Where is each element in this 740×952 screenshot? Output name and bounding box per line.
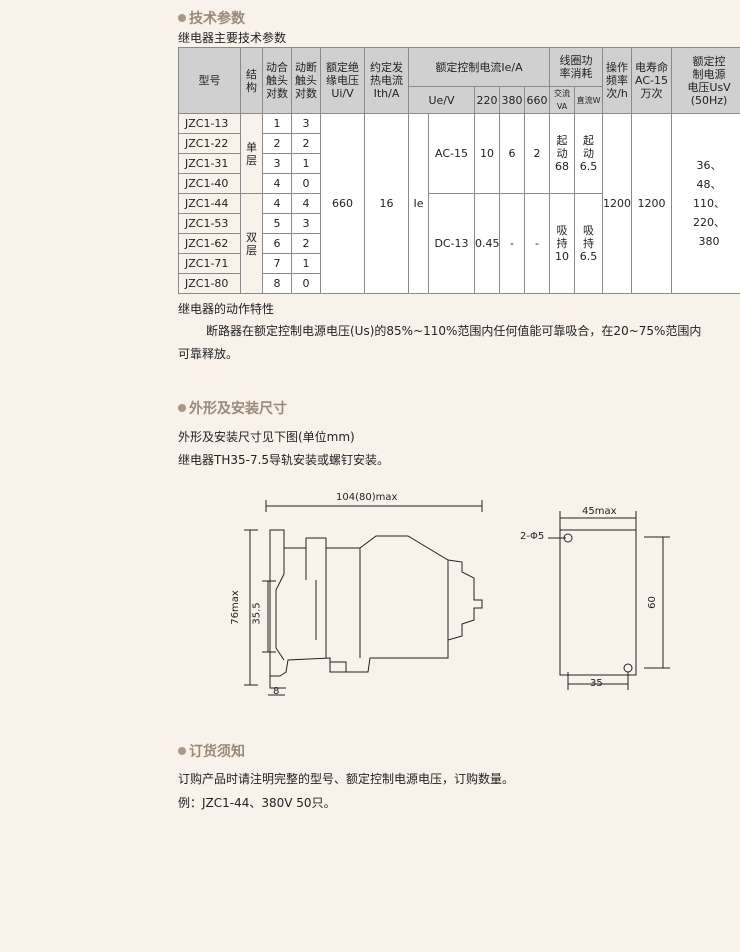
ith-value: 16 — [364, 113, 409, 294]
dims-text-2: 继电器TH35-7.5导轨安装或螺钉安装。 — [178, 453, 390, 467]
header-break: 动断触头对数 — [291, 47, 321, 114]
ac-category: AC-15 — [428, 113, 475, 194]
ui-value: 660 — [320, 113, 365, 294]
bullet-icon — [178, 14, 186, 22]
section-title-tech: 技术参数 — [178, 8, 245, 28]
freq-value: 1200 — [602, 113, 633, 294]
header-model: 型号 — [178, 47, 241, 114]
action-title: 继电器的动作特性 — [178, 302, 275, 316]
dc-category: DC-13 — [428, 193, 475, 294]
dim-width-total: 104(80)max — [336, 492, 398, 503]
header-coil-ac: 交流VA — [549, 86, 576, 114]
header-coil-dc: 直流W — [574, 86, 604, 114]
dim-rail: 35.5 — [251, 602, 263, 625]
header-make: 动合触头对数 — [262, 47, 292, 114]
header-structure: 结构 — [240, 47, 263, 114]
header-freq: 操作频率次/h — [602, 47, 633, 114]
table-caption: 继电器主要技术参数 — [178, 31, 287, 45]
section-title-order: 订货须知 — [178, 741, 245, 761]
header-us: 额定控制电源电压UsV(50Hz) — [671, 47, 740, 114]
action-text-2: 可靠释放。 — [178, 347, 239, 361]
bullet-icon — [178, 747, 186, 755]
dim-width-base: 45max — [582, 506, 617, 517]
dim-height-total: 76max — [229, 590, 241, 625]
dim-hole-spacing: 35 — [590, 678, 603, 689]
section-title-dims: 外形及安装尺寸 — [178, 398, 287, 418]
header-ie-group: 额定控制电流Ie/A — [407, 47, 551, 87]
dims-text-1: 外形及安装尺寸见下图(单位mm) — [178, 430, 355, 444]
order-text-1: 订购产品时请注明完整的型号、额定控制电源电压，订购数量。 — [178, 772, 515, 786]
order-text-2: 例：JZC1-44、380V 50只。 — [178, 796, 336, 810]
action-text-1: 断路器在额定控制电源电压(Us)的85%~110%范围内任何值能可靠吸合，在20… — [206, 324, 702, 338]
header-660: 660 — [523, 86, 551, 114]
dim-hole: 2-Φ5 — [520, 531, 545, 542]
life-value: 1200 — [631, 113, 673, 294]
header-coil: 线圈功率消耗 — [549, 47, 604, 87]
dim-foot: 8 — [273, 686, 280, 697]
us-values: 36、48、110、220、380 — [671, 113, 740, 294]
bullet-icon — [178, 404, 186, 412]
dim-height-base: 60 — [646, 596, 658, 609]
